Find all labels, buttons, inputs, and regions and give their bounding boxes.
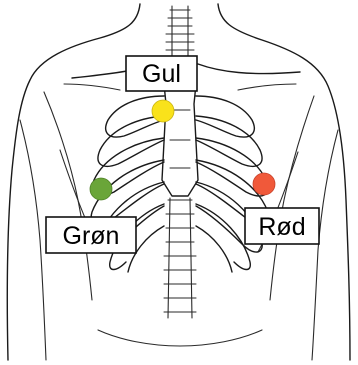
spine bbox=[164, 198, 196, 318]
label-rod: Rød bbox=[258, 213, 305, 241]
electrode-yellow: Gul bbox=[126, 56, 197, 122]
neck-vertebrae bbox=[166, 6, 194, 56]
yellow-electrode-dot bbox=[152, 100, 174, 122]
electrode-red: Rød bbox=[245, 173, 319, 244]
label-gul: Gul bbox=[142, 60, 181, 88]
red-electrode-dot bbox=[253, 173, 275, 195]
label-gron: Grøn bbox=[63, 222, 120, 250]
green-electrode-dot bbox=[90, 178, 112, 200]
